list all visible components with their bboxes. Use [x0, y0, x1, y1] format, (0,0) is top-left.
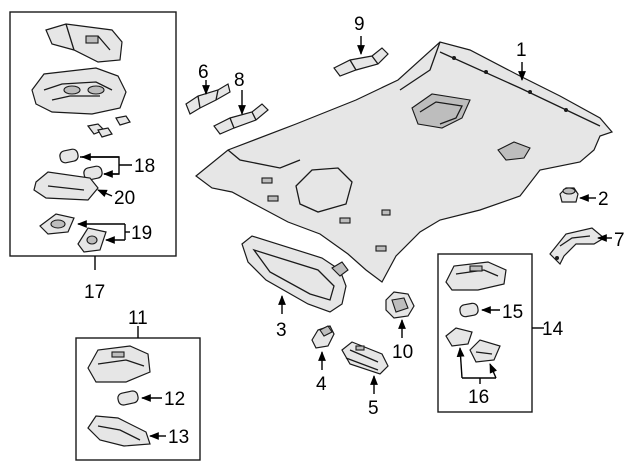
callout-2: 2	[598, 189, 609, 210]
callout-19: 19	[131, 223, 152, 244]
map-lamp-housing	[31, 67, 127, 115]
bracket-9	[333, 47, 389, 77]
lens-16a	[445, 327, 473, 347]
lamp-10	[385, 291, 415, 319]
cover-13	[87, 415, 151, 447]
callout-16: 16	[468, 387, 489, 408]
callout-4: 4	[316, 374, 327, 395]
callout-1: 1	[516, 40, 527, 61]
callout-13: 13	[168, 427, 189, 448]
callout-11: 11	[128, 308, 148, 329]
headliner-panel	[195, 41, 614, 283]
lens-19a	[39, 213, 75, 235]
map-lamp-housing-11	[87, 345, 151, 383]
callout-20: 20	[114, 188, 135, 209]
lamp-lens-20	[33, 171, 99, 201]
callout-5: 5	[368, 398, 379, 419]
callout-10: 10	[392, 342, 413, 363]
bracket-6	[185, 83, 231, 115]
callout-7: 7	[614, 230, 625, 251]
callout-14: 14	[542, 319, 564, 340]
grab-handle-7	[549, 227, 606, 266]
dome-lamp-5	[341, 341, 389, 375]
clip-2	[559, 187, 579, 203]
callout-3: 3	[276, 320, 287, 341]
visor-clip-4	[311, 325, 335, 349]
bulb-15	[459, 302, 479, 318]
bulb-12	[117, 390, 139, 406]
callout-15: 15	[502, 302, 523, 323]
switch-buttons	[86, 115, 131, 138]
map-lamp-cover	[45, 23, 123, 63]
group-box-14	[437, 253, 533, 413]
callout-9: 9	[354, 14, 365, 35]
callout-18: 18	[134, 156, 155, 177]
callout-8: 8	[234, 70, 245, 91]
map-lamp-housing-14	[445, 261, 507, 291]
sun-visor-3	[241, 235, 349, 313]
bulb-18b	[83, 165, 103, 181]
callout-6: 6	[198, 62, 209, 83]
callout-17: 17	[84, 282, 105, 303]
callout-12: 12	[164, 389, 185, 410]
bulb-18a	[59, 148, 79, 164]
lens-16b	[469, 339, 501, 363]
lens-19b	[77, 227, 107, 253]
bracket-8	[213, 103, 269, 135]
group-box-17	[9, 11, 177, 257]
